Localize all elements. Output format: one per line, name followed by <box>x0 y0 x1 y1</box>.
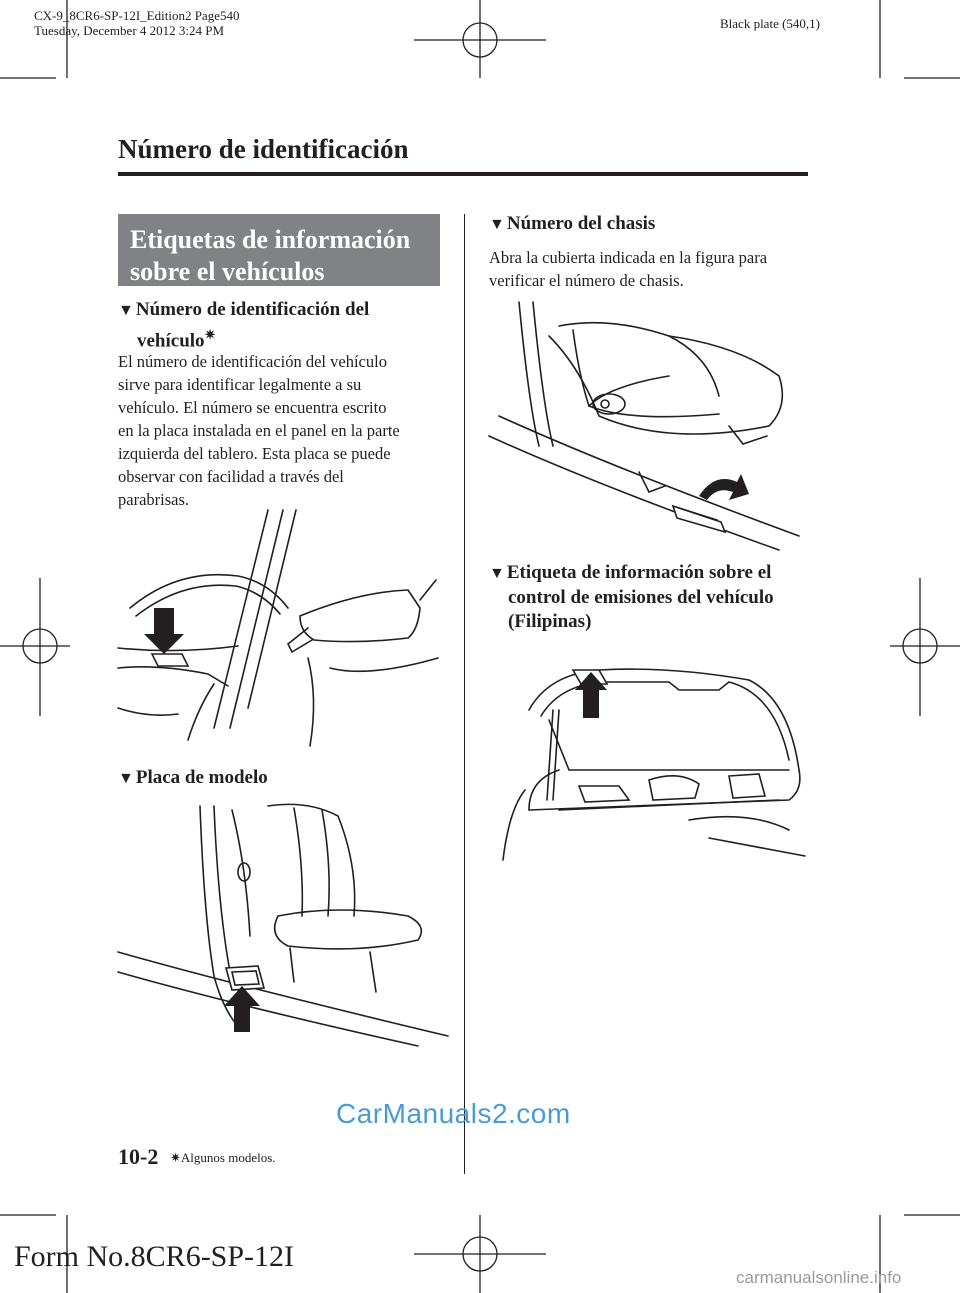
emissions-heading: ▼Etiqueta de información sobre el contro… <box>489 561 774 634</box>
chassis-body: Abra la cubierta indicada en la figura p… <box>489 246 819 292</box>
page-number: 10-2 <box>118 1144 159 1169</box>
form-number: Form No.8CR6-SP-12I <box>14 1240 295 1273</box>
triangle-marker-icon: ▼ <box>118 302 134 319</box>
plate-label: Black plate (540,1) <box>720 16 820 31</box>
vin-body-line: observar con facilidad a través del <box>118 467 344 486</box>
section-title-line2: sobre el vehículos <box>130 257 325 286</box>
footnote-text: Algunos modelos. <box>180 1150 276 1165</box>
triangle-marker-icon: ▼ <box>118 770 134 787</box>
vin-body: El número de identificación del vehículo… <box>118 350 448 511</box>
emissions-title-line2: control de emisiones del vehículo <box>508 587 774 608</box>
chassis-body-line: verificar el número de chasis. <box>489 271 684 290</box>
chapter-rule <box>118 172 808 176</box>
asterisk-icon: ✷ <box>170 1150 181 1165</box>
model-plate-title: Placa de modelo <box>135 767 268 788</box>
arrow-down-icon <box>144 608 184 654</box>
curved-arrow-icon <box>699 474 749 500</box>
chassis-illustration <box>488 301 800 551</box>
arrow-up-icon <box>575 672 607 718</box>
triangle-marker-icon: ▼ <box>489 216 505 233</box>
chapter-title: Número de identificación <box>118 134 409 164</box>
chassis-body-line: Abra la cubierta indicada en la figura p… <box>489 248 768 267</box>
triangle-marker-icon: ▼ <box>489 565 505 582</box>
vin-body-line: vehículo. El número se encuentra escrito <box>118 398 387 417</box>
vin-title-line1: Número de identificación del <box>135 299 370 320</box>
arrow-up-icon <box>224 986 260 1032</box>
vin-body-line: parabrisas. <box>118 490 190 509</box>
chassis-title: Número del chasis <box>506 213 656 234</box>
emissions-illustration <box>502 668 806 861</box>
section-title-line1: Etiquetas de información <box>130 225 411 254</box>
vin-body-line: El número de identificación del vehículo <box>118 352 387 371</box>
site-watermark: carmanualsonline.info <box>736 1268 902 1287</box>
vin-body-line: sirve para identificar legalmente a su <box>118 375 362 394</box>
section-title-box: Etiquetas de información sobre el vehícu… <box>118 214 440 286</box>
vin-body-line: en la placa instalada en el panel en la … <box>118 421 400 440</box>
print-date-label: Tuesday, December 4 2012 3:24 PM <box>34 23 225 38</box>
chassis-heading: ▼Número del chasis <box>489 212 655 237</box>
vin-plate-illustration <box>117 509 439 747</box>
vin-title-line2: vehículo <box>137 330 205 352</box>
print-job-label: CX-9_8CR6-SP-12I_Edition2 Page540 <box>34 8 240 23</box>
asterisk-icon: ✷ <box>204 327 216 342</box>
model-plate-illustration <box>117 803 449 1047</box>
emissions-title-line3: (Filipinas) <box>508 611 592 632</box>
footnote: ✷Algunos modelos. <box>170 1150 276 1166</box>
watermark: CarManuals2.com <box>336 1098 571 1129</box>
emissions-title-line1: Etiqueta de información sobre el <box>506 562 772 583</box>
vin-body-line: izquierda del tablero. Esta placa se pue… <box>118 444 391 463</box>
model-plate-heading: ▼Placa de modelo <box>118 766 268 791</box>
vin-heading: ▼Número de identificación del vehículo✷ <box>118 298 369 353</box>
column-divider <box>464 214 465 1174</box>
